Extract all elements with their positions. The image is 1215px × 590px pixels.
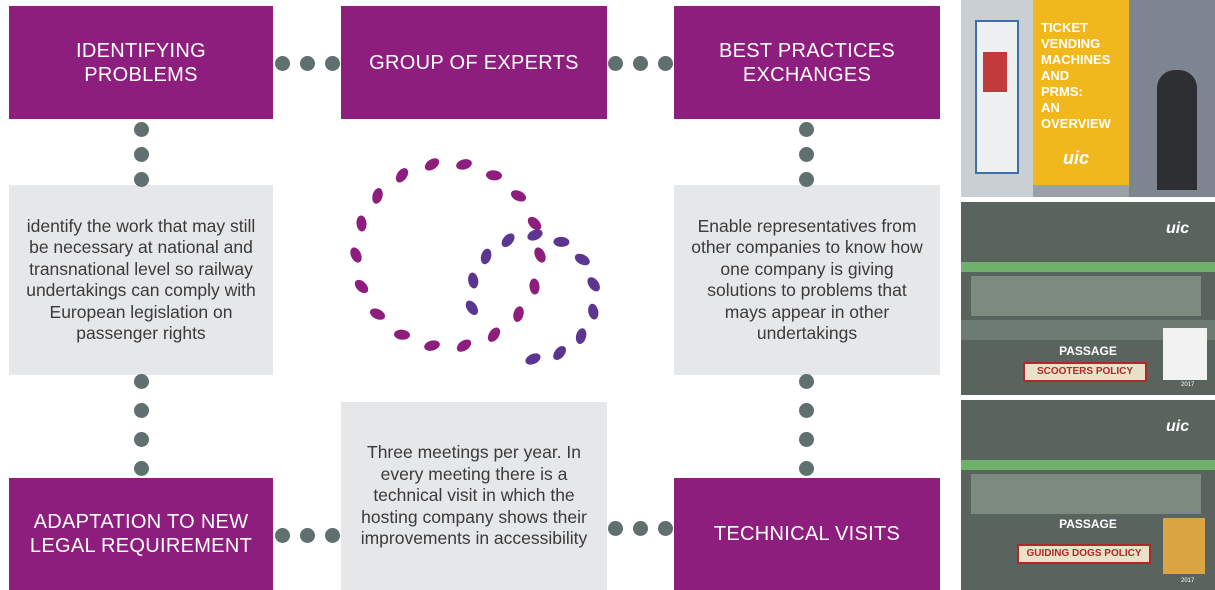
scooters-policy-thumbnail: uic PASSAGE SCOOTERS POLICY 2017 [961, 202, 1215, 395]
ticket-title-panel: TICKET VENDING MACHINES AND PRMS: AN OVE… [1033, 0, 1129, 185]
emblem-dot-small [575, 328, 587, 344]
overlapping-circles-emblem [350, 158, 600, 365]
emblem-dot-small [553, 346, 566, 360]
scooters-policy-label: SCOOTERS POLICY [1023, 362, 1147, 382]
enable-representatives-description: Enable representatives from other compan… [674, 185, 940, 375]
emblem-dot-large [394, 329, 410, 340]
emblem-dot-small [501, 233, 515, 248]
emblem-dot-large [372, 188, 383, 204]
emblem-dot-large [424, 158, 440, 171]
ticket-title: TICKET VENDING MACHINES AND PRMS: AN OVE… [1041, 20, 1111, 131]
best-practices-exchanges-box: BEST PRACTICES EXCHANGES [674, 6, 940, 119]
identifying-problems-box: IDENTIFYING PROBLEMS [9, 6, 273, 119]
ticket-vending-thumbnail: TICKET VENDING MACHINES AND PRMS: AN OVE… [961, 0, 1215, 197]
emblem-dot-small [527, 229, 543, 241]
group-of-experts-box: GROUP OF EXPERTS [341, 6, 607, 119]
year-label: 2017 [1181, 382, 1195, 388]
year-label: 2017 [1181, 578, 1195, 584]
emblem-dot-small [525, 353, 541, 365]
emblem-dot-small [480, 248, 492, 265]
emblem-dot-large [456, 159, 472, 170]
emblem-dot-small [587, 277, 600, 292]
emblem-dot-large [424, 340, 440, 351]
emblem-dot-large [513, 306, 524, 322]
emblem-dot-small [553, 236, 570, 247]
emblem-dot-small [465, 300, 479, 315]
emblem-dot-large [527, 216, 542, 231]
emblem-dot-large [529, 278, 540, 295]
passage-title: PASSAGE [1059, 344, 1117, 358]
emblem-dot-large [486, 170, 502, 181]
emblem-dot-small [574, 253, 590, 266]
uic-logo: uic [1063, 148, 1090, 168]
emblem-dot-large [395, 168, 409, 183]
emblem-dot-small [588, 303, 599, 320]
uic-logo: uic [1166, 220, 1190, 237]
emblem-dot-large [354, 279, 369, 294]
emblem-dot-large [534, 247, 546, 263]
identify-work-description: identify the work that may still be nece… [9, 185, 273, 375]
emblem-dot-small [468, 272, 479, 289]
emblem-dot-large [487, 327, 501, 342]
passage-title: PASSAGE [1059, 517, 1117, 531]
emblem-dot-large [510, 190, 527, 202]
emblem-dot-large [356, 215, 367, 232]
emblem-dot-large [456, 339, 472, 352]
technical-visits-box: TECHNICAL VISITS [674, 478, 940, 590]
emblem-dot-large [369, 308, 386, 320]
adaptation-legal-requirement-box: ADAPTATION TO NEW LEGAL REQUIREMENT [9, 478, 273, 590]
guiding-dogs-policy-label: GUIDING DOGS POLICY [1017, 544, 1151, 564]
guiding-dogs-policy-thumbnail: uic PASSAGE GUIDING DOGS POLICY 2017 [961, 400, 1215, 590]
three-meetings-description: Three meetings per year. In every meetin… [341, 402, 607, 590]
uic-logo: uic [1166, 418, 1190, 435]
emblem-dot-large [350, 247, 362, 263]
